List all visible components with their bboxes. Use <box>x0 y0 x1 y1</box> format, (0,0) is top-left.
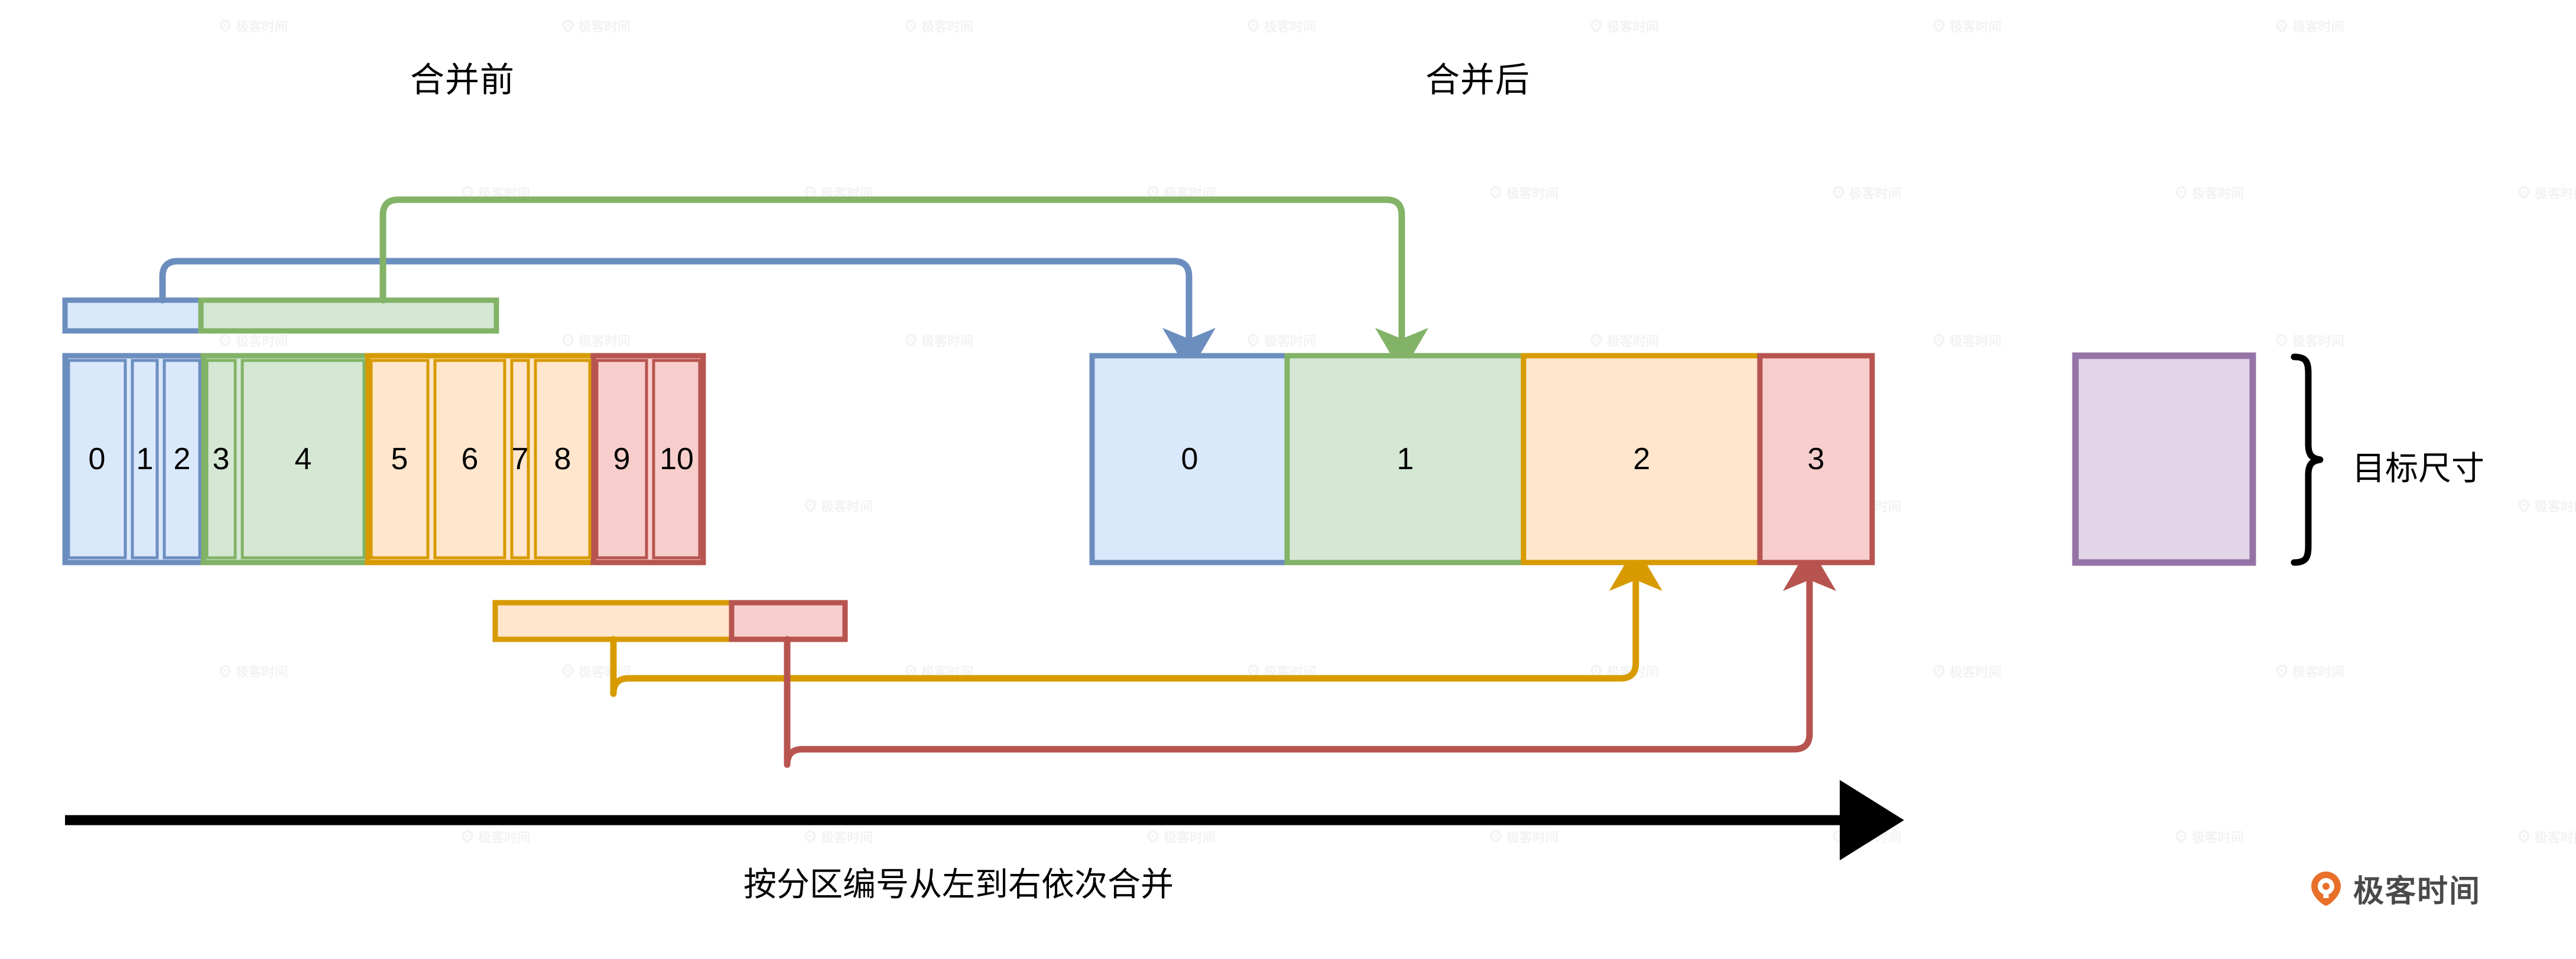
header-before: 合并前 <box>410 61 515 99</box>
before-cell-9 <box>595 359 648 560</box>
connector-green <box>379 196 1429 373</box>
before-cell-0 <box>67 359 127 560</box>
mini-bar-orange <box>492 600 735 642</box>
connector-red <box>784 545 1837 768</box>
before-cell-5 <box>369 359 430 560</box>
brand-logo: 极客时间 <box>2309 866 2481 911</box>
connector-lines <box>159 196 1837 768</box>
mini-bars-top <box>62 297 499 334</box>
mini-bars-bottom <box>492 600 848 642</box>
brand-name: 极客时间 <box>2353 875 2481 909</box>
before-cell-8 <box>534 359 592 560</box>
connector-orange <box>610 545 1663 697</box>
after-cell-2 <box>1521 353 1763 565</box>
before-cell-1 <box>131 359 159 560</box>
before-cell-10 <box>652 359 701 560</box>
after-cell-1 <box>1284 353 1526 565</box>
after-bar-shapes <box>1089 353 1875 565</box>
after-cell-0 <box>1089 353 1290 565</box>
before-cell-2 <box>163 359 202 560</box>
target-size-box <box>2072 352 2256 566</box>
connector-blue <box>159 258 1216 373</box>
before-cell-3 <box>205 359 237 560</box>
geektime-pin-icon <box>2311 871 2341 906</box>
target-box-shape <box>2072 352 2256 566</box>
before-bar-shapes <box>62 353 706 565</box>
target-size-label: 目标尺寸 <box>2352 450 2484 487</box>
before-cell-7 <box>510 359 530 560</box>
merge-direction-caption: 按分区编号从左到右依次合并 <box>743 866 1174 903</box>
header-after: 合并后 <box>1425 61 1531 99</box>
after-cell-3 <box>1757 353 1875 565</box>
target-size-brace <box>2291 353 2324 566</box>
mini-bar-green <box>198 297 499 334</box>
before-cell-6 <box>433 359 506 560</box>
before-cell-4 <box>241 359 366 560</box>
mini-bar-blue <box>62 297 204 334</box>
mini-bar-red <box>729 600 848 642</box>
